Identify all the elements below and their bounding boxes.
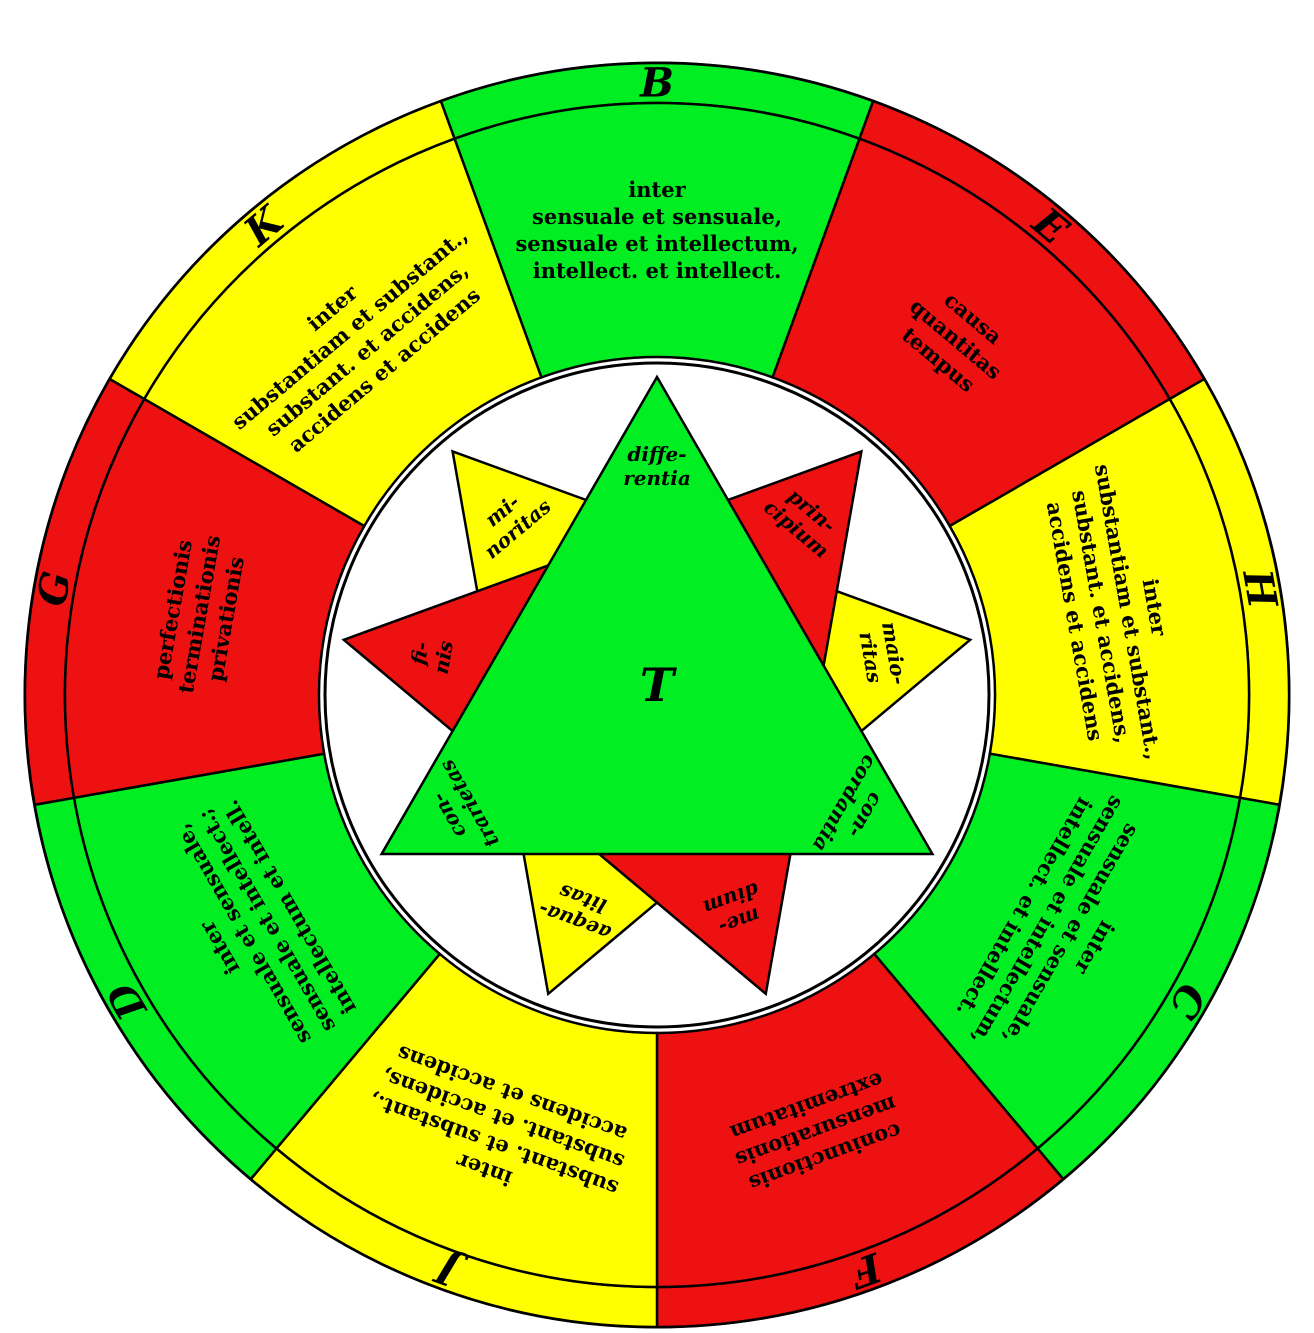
triangle-green [379,374,935,856]
segment-line: intellect. et intellect. [533,258,782,283]
segment-letter-h: H [1233,565,1286,613]
segment-b [452,101,862,379]
triangle-label-red: fi-nis [406,639,459,676]
center-letter: T [640,658,678,712]
triangle-label-line: rentia [623,466,691,490]
outer-rings [23,61,1291,1329]
triangle-label-line: nis [429,639,458,676]
segment-c [872,752,1242,1151]
segment-f [655,952,1040,1289]
segment-k [142,137,543,528]
segment-line: sensuale et sensuale, [532,204,782,229]
segment-e [771,137,1172,528]
triangle-label-green: diffe-rentia [623,442,691,490]
segment-h [948,397,1251,800]
segment-letter-g: G [28,568,80,610]
segment-letter-b: B [639,60,674,107]
triangle-label-line: diffe- [627,442,686,466]
triangle-label-line: fi- [406,640,434,669]
segment-d [72,752,442,1151]
triangles [341,374,973,997]
segment-line: sensuale et intellectum, [515,231,798,256]
segment-line: inter [628,177,686,202]
segment-g [63,397,366,800]
segment-j [274,952,659,1289]
